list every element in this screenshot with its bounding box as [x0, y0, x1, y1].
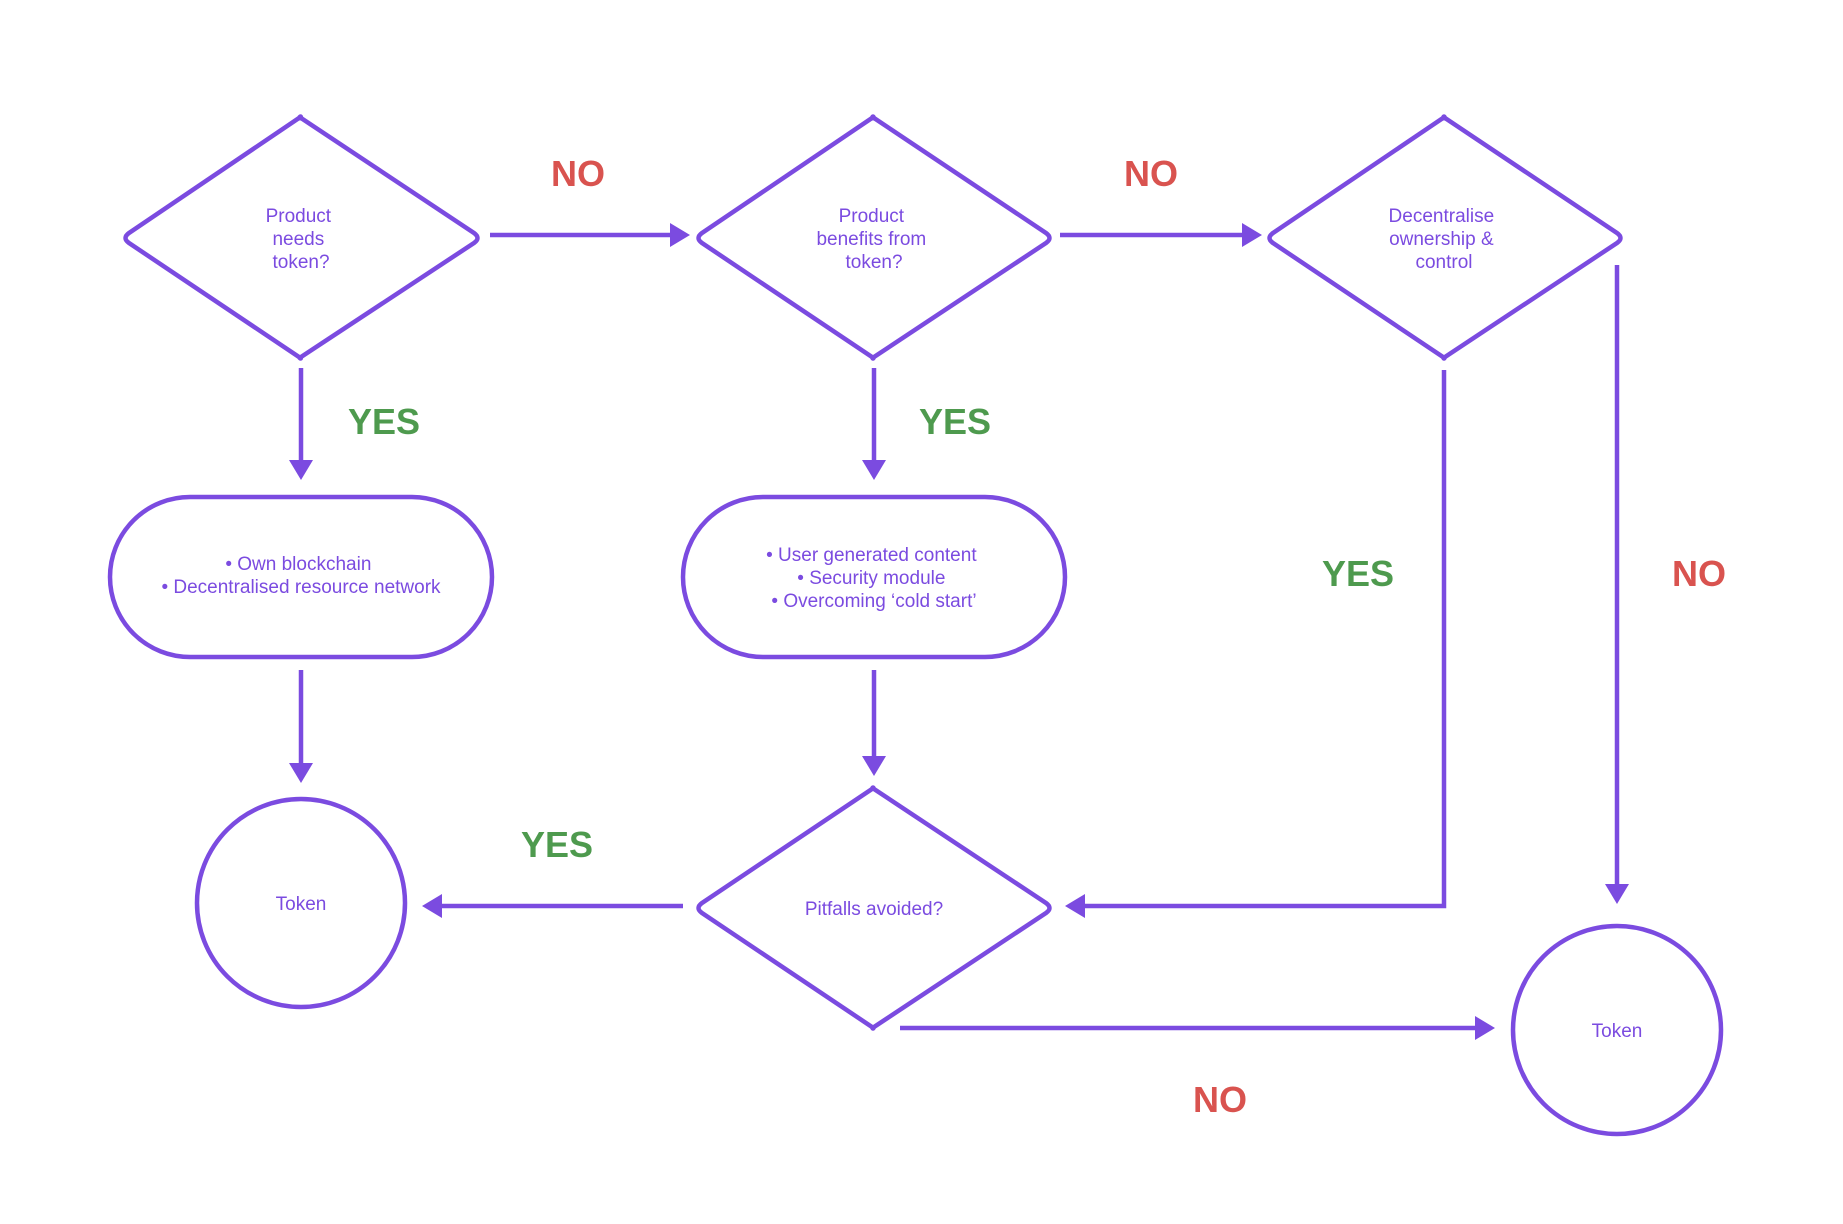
- arrow-q3-to-q4: [1065, 370, 1447, 918]
- q3-line-3: control: [1415, 252, 1472, 273]
- box2-line-1: • User generated content: [766, 545, 977, 566]
- q1-line-1: Product: [266, 206, 332, 227]
- q4-line-1: Pitfalls avoided?: [805, 899, 943, 920]
- svg-text:• Own blockchain • Decen: • Own blockchain • Decentralised resourc…: [161, 554, 441, 598]
- arrow-q2-to-q3: [1060, 223, 1262, 247]
- box2-line-3: • Overcoming ‘cold start’: [771, 591, 976, 612]
- arrow-q2-to-box2: [862, 368, 886, 480]
- arrow-q4-to-token-right: [900, 1016, 1495, 1040]
- arrow-q1-to-q2: [490, 223, 690, 247]
- token-left-label: Token: [276, 894, 327, 915]
- process-box-own-blockchain: • Own blockchain • Decentralised resourc…: [107, 494, 495, 660]
- process-box-user-generated-content: • User generated content • Security modu…: [680, 494, 1068, 660]
- terminal-token-left: Token: [194, 796, 408, 1010]
- q1-line-3: token?: [272, 252, 329, 273]
- box2-line-2: • Security module: [797, 568, 945, 589]
- svg-text:Product needs toke: Product needs token?: [266, 206, 337, 273]
- svg-text:Product benefits from: Product benefits from token?: [816, 206, 931, 273]
- q2-line-3: token?: [845, 252, 902, 273]
- q1-line-2: needs: [272, 229, 324, 250]
- arrow-box1-to-token-left: [289, 670, 313, 783]
- svg-text:• User generated content: • User generated content • Security modu…: [766, 545, 982, 612]
- label-no-q2-q3: NO: [1124, 153, 1178, 194]
- arrow-q4-to-token-left: [422, 894, 683, 918]
- arrow-q3-to-token-right: [1605, 265, 1629, 904]
- label-no-q3-token: NO: [1672, 553, 1726, 594]
- label-yes-q2-box2: YES: [919, 401, 991, 442]
- svg-text:Pitfalls avoided?: Pitfalls avoided?: [805, 899, 943, 920]
- token-right-label: Token: [1592, 1021, 1643, 1042]
- label-yes-q1-box1: YES: [348, 401, 420, 442]
- box1-line-1: • Own blockchain: [225, 554, 371, 575]
- q2-line-2: benefits from: [816, 229, 926, 250]
- label-no-q4-token: NO: [1193, 1079, 1247, 1120]
- decision-product-benefits-from-token: Product benefits from token?: [696, 114, 1052, 361]
- svg-text:Decentralise ownership &: Decentralise ownership & control: [1389, 206, 1500, 273]
- decision-decentralise-ownership-control: Decentralise ownership & control: [1267, 114, 1623, 361]
- q3-line-2: ownership &: [1389, 229, 1494, 250]
- q2-line-1: Product: [839, 206, 905, 227]
- label-no-q1-q2: NO: [551, 153, 605, 194]
- decision-pitfalls-avoided: Pitfalls avoided?: [696, 785, 1052, 1031]
- arrow-box2-to-q4: [862, 670, 886, 776]
- terminal-token-right: Token: [1510, 923, 1724, 1137]
- q3-line-1: Decentralise: [1389, 206, 1495, 227]
- label-yes-q4-token: YES: [521, 824, 593, 865]
- box1-line-2: • Decentralised resource network: [161, 577, 441, 598]
- label-yes-q3-q4: YES: [1322, 553, 1394, 594]
- decision-product-needs-token: Product needs token?: [123, 114, 480, 361]
- arrow-q1-to-box1: [289, 368, 313, 480]
